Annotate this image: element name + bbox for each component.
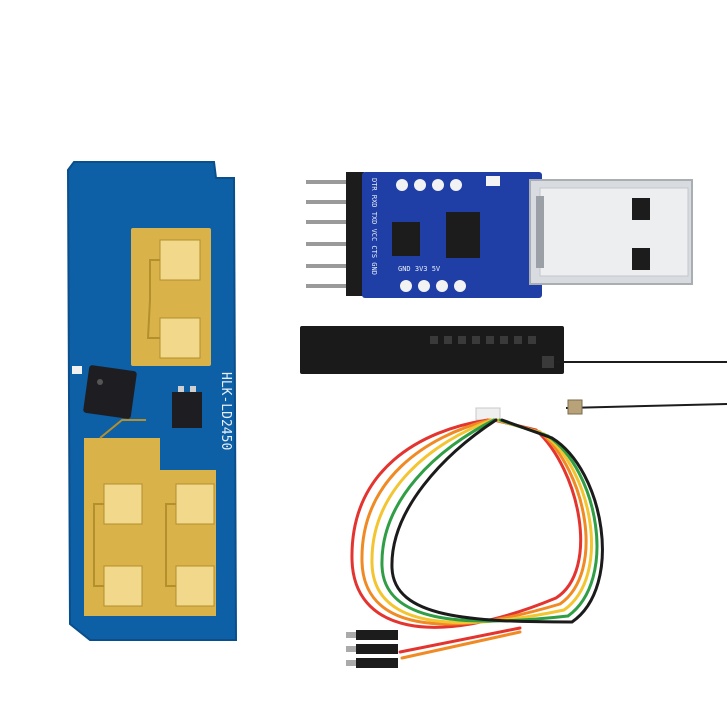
wire-bundle (398, 626, 522, 654)
transmit-antenna-array (84, 419, 216, 616)
usb-connector (529, 179, 693, 285)
led-indicator (486, 176, 500, 186)
cable-connector-top (475, 407, 501, 421)
radar-model-label: HLK-LD2450 (218, 372, 233, 450)
usb-chip (392, 222, 420, 256)
wire-yellow (370, 418, 593, 624)
antenna-pattern (430, 336, 554, 368)
ufl-connector (567, 399, 583, 415)
wire-orange (360, 418, 588, 626)
antenna-body (300, 326, 564, 374)
small-component (72, 366, 82, 374)
jumper-cable (346, 407, 604, 668)
adapter-silkscreen-bottom: GND 3V3 5V (398, 265, 441, 273)
header-pins (306, 172, 364, 296)
receive-antenna-array (131, 228, 211, 366)
wire-green (380, 418, 599, 623)
voltage-regulator (172, 386, 202, 428)
adapter-silkscreen-top: DTR RXD TXD VCC CTS GND (370, 178, 378, 275)
wire-bundle-2 (400, 630, 522, 660)
adapter-pads (396, 179, 466, 292)
ufl-cable (565, 403, 727, 409)
ldo-regulator (446, 212, 480, 258)
wire-red (350, 418, 583, 629)
usb-ttl-adapter: DTR RXD TXD VCC CTS GND GND 3V3 5V (306, 172, 693, 298)
wire-black (390, 418, 604, 624)
dupont-connectors (346, 630, 398, 668)
radar-sensor-board: HLK-LD2450 (66, 161, 238, 641)
flex-antenna (300, 326, 727, 415)
radar-chip (83, 365, 137, 419)
